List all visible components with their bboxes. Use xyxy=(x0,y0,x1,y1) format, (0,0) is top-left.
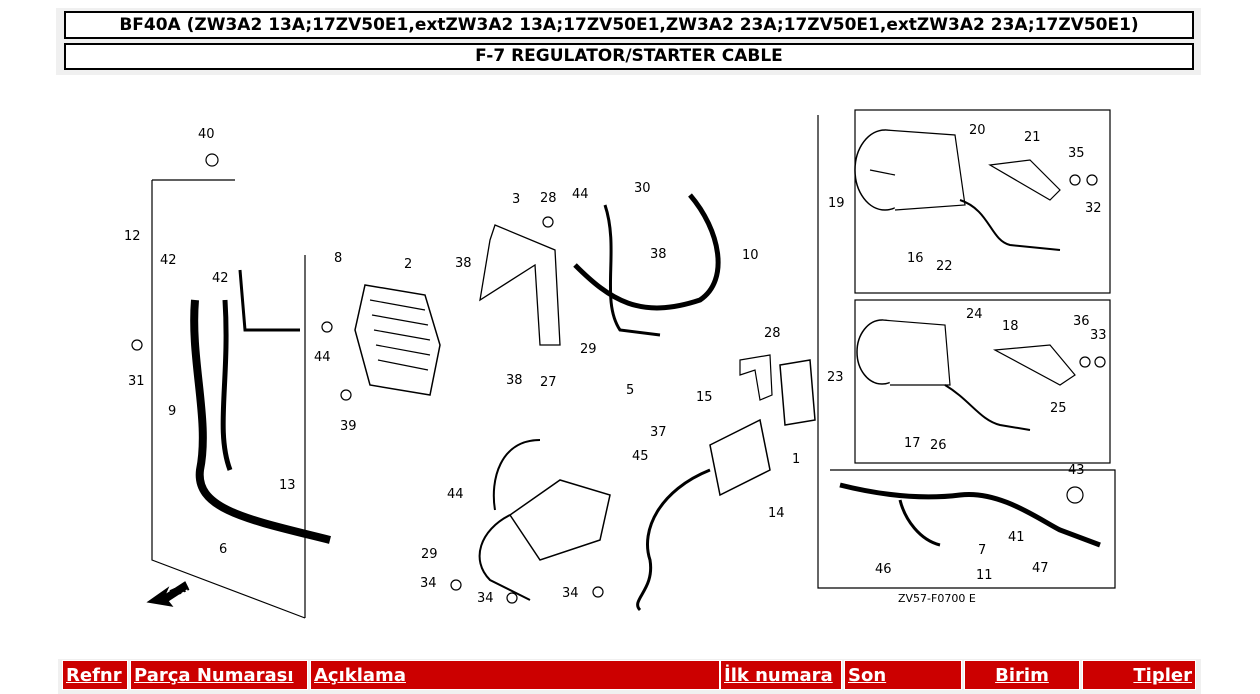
column-header-description[interactable]: Açıklama xyxy=(310,660,720,690)
callout-35[interactable]: 35 xyxy=(1068,146,1085,161)
callout-38[interactable]: 38 xyxy=(455,256,472,271)
callout-44[interactable]: 44 xyxy=(447,487,464,502)
callout-44[interactable]: 44 xyxy=(314,350,331,365)
callout-6[interactable]: 6 xyxy=(219,542,227,557)
column-header-last[interactable]: Son xyxy=(844,660,962,690)
callout-13[interactable]: 13 xyxy=(279,478,296,493)
callout-20[interactable]: 20 xyxy=(969,123,986,138)
callout-16[interactable]: 16 xyxy=(907,251,924,266)
callout-numbers: 40 12 42 42 8 2 31 9 13 6 44 39 38 3 28 … xyxy=(124,123,1107,606)
callout-10[interactable]: 10 xyxy=(742,248,759,263)
column-header-first-number[interactable]: İlk numara xyxy=(720,660,842,690)
callout-28[interactable]: 28 xyxy=(540,191,557,206)
callout-12[interactable]: 12 xyxy=(124,229,141,244)
callout-29[interactable]: 29 xyxy=(580,342,597,357)
callout-46[interactable]: 46 xyxy=(875,562,892,577)
callout-8[interactable]: 8 xyxy=(334,251,342,266)
callout-44[interactable]: 44 xyxy=(572,187,589,202)
callout-2[interactable]: 2 xyxy=(404,257,412,272)
callout-36[interactable]: 36 xyxy=(1073,314,1090,329)
model-title: BF40A (ZW3A2 13A;17ZV50E1,extZW3A2 13A;1… xyxy=(64,11,1194,39)
callout-45[interactable]: 45 xyxy=(632,449,649,464)
callout-18[interactable]: 18 xyxy=(1002,319,1019,334)
callout-1[interactable]: 1 xyxy=(792,452,800,467)
callout-31[interactable]: 31 xyxy=(128,374,145,389)
parts-diagram: 40 12 42 42 8 2 31 9 13 6 44 39 38 3 28 … xyxy=(124,109,1116,619)
callout-28[interactable]: 28 xyxy=(764,326,781,341)
callout-3[interactable]: 3 xyxy=(512,192,520,207)
callout-34[interactable]: 34 xyxy=(420,576,437,591)
callout-9[interactable]: 9 xyxy=(168,404,176,419)
callout-26[interactable]: 26 xyxy=(930,438,947,453)
callout-34[interactable]: 34 xyxy=(562,586,579,601)
callout-37[interactable]: 37 xyxy=(650,425,667,440)
callout-41[interactable]: 41 xyxy=(1008,530,1025,545)
callout-15[interactable]: 15 xyxy=(696,390,713,405)
callout-5[interactable]: 5 xyxy=(626,383,634,398)
callout-47[interactable]: 47 xyxy=(1032,561,1049,576)
column-header-refnr[interactable]: Refnr xyxy=(62,660,128,690)
callout-33[interactable]: 33 xyxy=(1090,328,1107,343)
callout-23[interactable]: 23 xyxy=(827,370,844,385)
callout-19[interactable]: 19 xyxy=(828,196,845,211)
drawing-code: ZV57-F0700 E xyxy=(898,592,976,605)
callout-27[interactable]: 27 xyxy=(540,375,557,390)
callout-32[interactable]: 32 xyxy=(1085,201,1102,216)
callout-38[interactable]: 38 xyxy=(650,247,667,262)
callout-43[interactable]: 43 xyxy=(1068,463,1085,478)
callout-34[interactable]: 34 xyxy=(477,591,494,606)
column-header-unit[interactable]: Birim xyxy=(964,660,1080,690)
callout-42[interactable]: 42 xyxy=(160,253,177,268)
callout-25[interactable]: 25 xyxy=(1050,401,1067,416)
column-header-types[interactable]: Tipler xyxy=(1082,660,1196,690)
callout-29[interactable]: 29 xyxy=(421,547,438,562)
column-header-part-number[interactable]: Parça Numarası xyxy=(130,660,308,690)
callout-30[interactable]: 30 xyxy=(634,181,651,196)
callout-22[interactable]: 22 xyxy=(936,259,953,274)
callout-39[interactable]: 39 xyxy=(340,419,357,434)
callout-38[interactable]: 38 xyxy=(506,373,523,388)
callout-21[interactable]: 21 xyxy=(1024,130,1041,145)
callout-11[interactable]: 11 xyxy=(976,568,993,583)
callout-17[interactable]: 17 xyxy=(904,436,921,451)
callout-14[interactable]: 14 xyxy=(768,506,785,521)
section-title: F-7 REGULATOR/STARTER CABLE xyxy=(64,43,1194,70)
callout-7[interactable]: 7 xyxy=(978,543,986,558)
direction-label: FR. xyxy=(168,580,192,600)
callout-42[interactable]: 42 xyxy=(212,271,229,286)
callout-24[interactable]: 24 xyxy=(966,307,983,322)
callout-40[interactable]: 40 xyxy=(198,127,215,142)
